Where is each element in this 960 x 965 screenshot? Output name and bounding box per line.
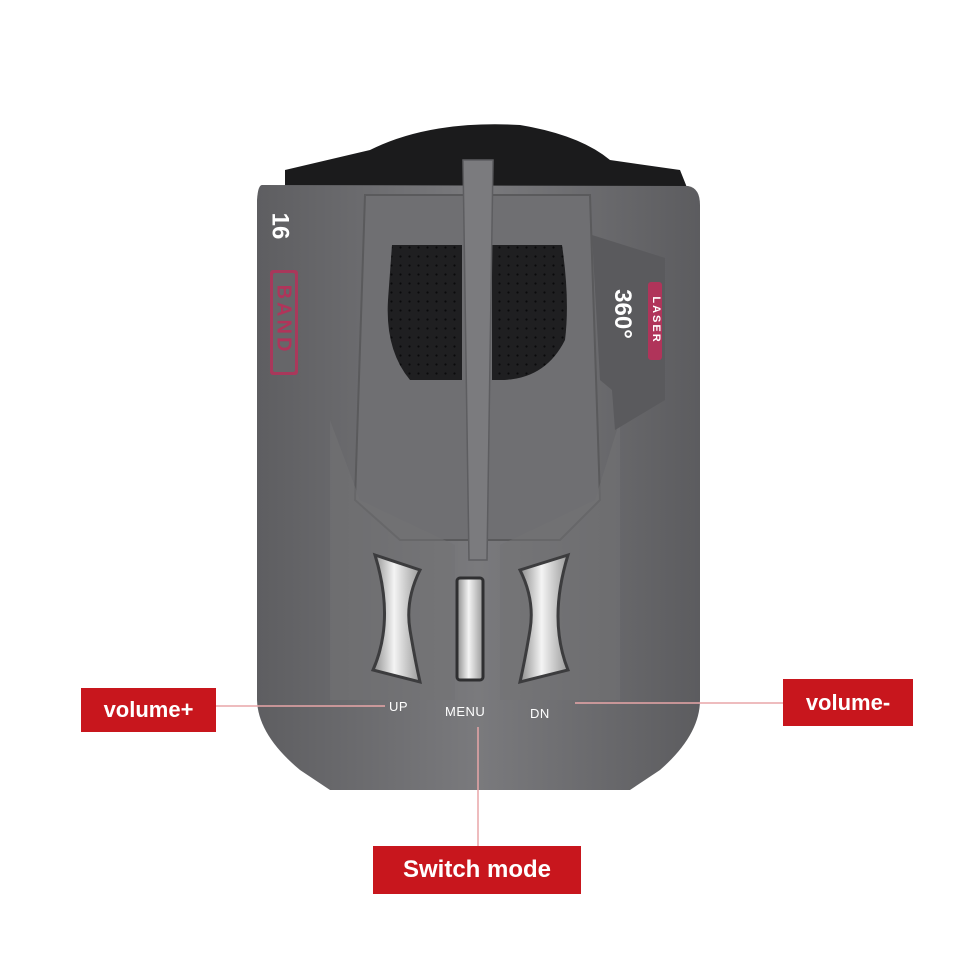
angle-text: 360° (609, 289, 636, 339)
band-count-text: 16 (266, 212, 294, 240)
laser-badge-recess (592, 235, 665, 430)
menu-label: MENU (445, 704, 486, 719)
speaker-grille-right (492, 245, 567, 380)
volume-down-callout: volume- (783, 679, 913, 726)
up-label: UP (389, 699, 409, 714)
band-word-text: BAND (272, 284, 295, 355)
volume-up-callout: volume+ (81, 688, 216, 732)
center-ridge (462, 159, 494, 561)
dn-button (517, 552, 571, 685)
menu-button (455, 576, 485, 682)
switch-mode-callout: Switch mode (373, 846, 581, 894)
laser-badge-strip (648, 282, 662, 360)
up-button (370, 552, 423, 685)
laser-word-text: LASER (650, 296, 662, 344)
dn-label: DN (530, 706, 550, 721)
speaker-grille-left (387, 245, 462, 380)
